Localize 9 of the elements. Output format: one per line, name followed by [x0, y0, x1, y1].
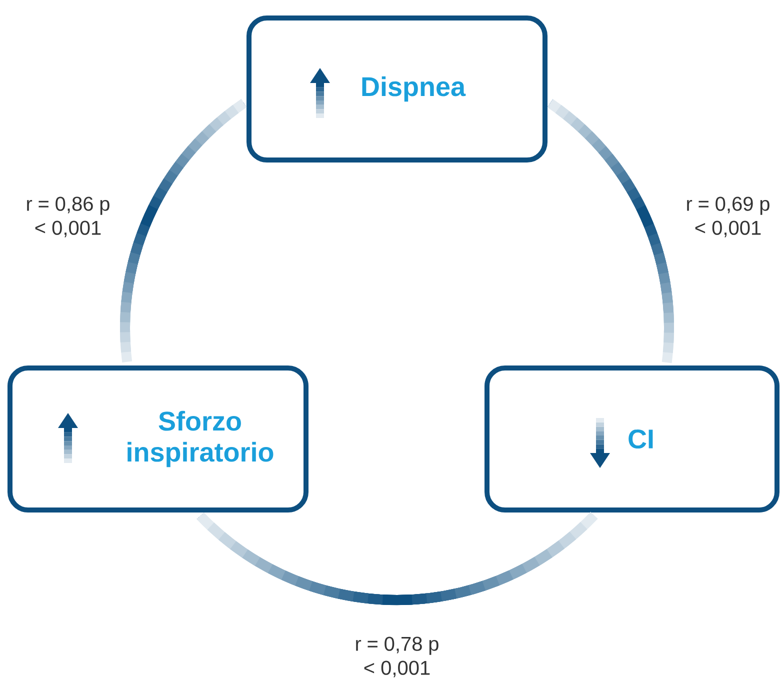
edge-label: r = 0,86 p < 0,001 — [27, 196, 110, 238]
text-box: Sforzo inspiratorio — [8, 366, 308, 512]
arc-connector — [547, 99, 674, 363]
edge-label: r = 0,78 p < 0,001 — [356, 636, 438, 678]
arc-connector — [120, 99, 247, 362]
text-box: CI — [484, 366, 780, 512]
arc-connector — [196, 512, 598, 605]
text-box: Dispnea — [246, 16, 548, 162]
edge-label: r = 0,69 p < 0,001 — [687, 196, 770, 238]
